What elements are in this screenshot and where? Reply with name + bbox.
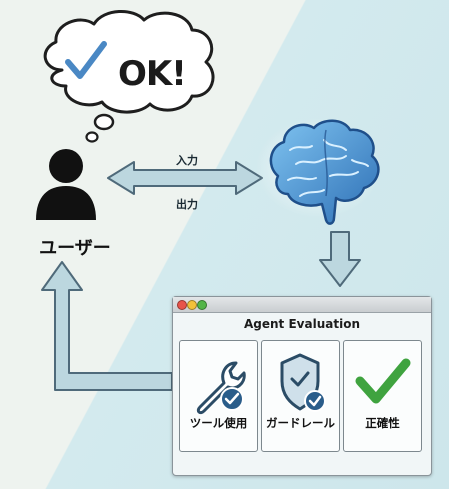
output-label: 出力 [176, 198, 198, 211]
input-label: 入力 [176, 154, 198, 167]
card-tool-use: ツール使用 [179, 340, 258, 452]
checkmark-icon [355, 358, 411, 404]
thought-bubble [43, 9, 215, 143]
card-guardrail: ガードレール [261, 340, 340, 452]
bubble-checkmark-icon [65, 41, 107, 79]
card-accuracy: 正確性 [343, 340, 422, 452]
card-label-accuracy: 正確性 [365, 416, 400, 430]
card-label-guardrail: ガードレール [266, 416, 335, 430]
down-arrow [319, 231, 361, 287]
window-titlebar [173, 297, 431, 313]
agent-evaluation-window: Agent Evaluation ツール使用 ガードレール 正確性 [172, 296, 432, 476]
bubble-ok-text: OK! [118, 54, 187, 94]
user-label: ユーザー [39, 238, 111, 259]
brain-icon [256, 118, 380, 225]
user-icon [36, 149, 96, 220]
minimize-window-button[interactable] [187, 300, 197, 310]
shield-check-icon [280, 353, 326, 412]
card-label-tool-use: ツール使用 [189, 416, 248, 430]
wrench-check-icon [196, 361, 246, 415]
window-title: Agent Evaluation [244, 317, 360, 331]
close-window-button[interactable] [177, 300, 187, 310]
feedback-arrow [41, 261, 173, 391]
maximize-window-button[interactable] [197, 300, 207, 310]
